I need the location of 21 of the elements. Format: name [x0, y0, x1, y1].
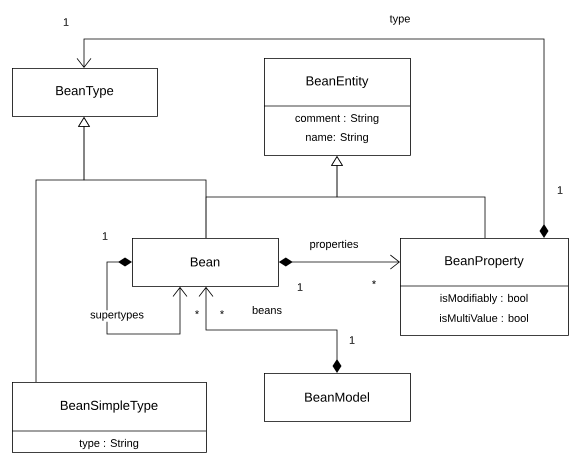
composition-arrow: [198, 286, 342, 373]
class-box: BeanType: [12, 68, 158, 117]
composition-arrow: [106, 258, 188, 334]
multiplicity-label: *: [195, 310, 199, 314]
class-box: BeanEntity comment : String name: String: [264, 58, 411, 156]
class-box: BeanProperty isModifiably : bool isMultiValue : bool: [400, 238, 569, 336]
multiplicity-label: 1: [350, 336, 355, 344]
composition-arrow: [76, 38, 549, 238]
multiplicity-label: *: [220, 310, 224, 314]
class-box: Bean: [132, 238, 279, 287]
class-box: BeanSimpleType type : String: [12, 382, 207, 453]
edge-label: properties: [308, 238, 360, 252]
multiplicity-label: 1: [298, 283, 303, 291]
multiplicity-label: *: [372, 280, 376, 284]
edge-label: type: [388, 14, 412, 26]
edge-label: beans: [251, 304, 283, 316]
multiplicity-label: 1: [102, 232, 108, 240]
multiplicity-label: 1: [64, 18, 69, 26]
edge-label: supertypes: [89, 310, 145, 322]
multiplicity-label: 1: [558, 186, 563, 194]
class-box: BeanModel: [264, 373, 411, 422]
